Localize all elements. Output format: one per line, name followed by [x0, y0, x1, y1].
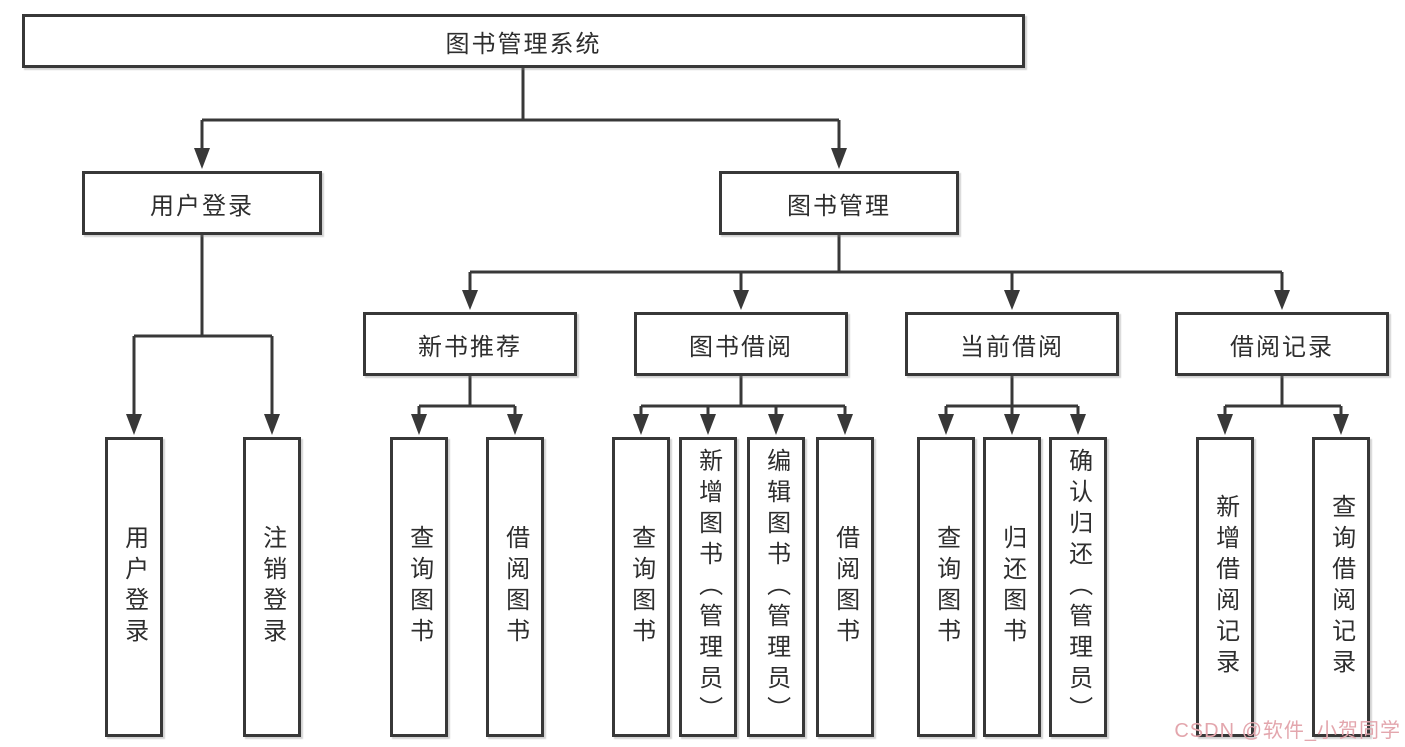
leaf-label: 查询图书	[405, 525, 433, 649]
leaf-query-borrow-record: 查询借阅记录	[1312, 437, 1370, 737]
leaf-label: 确认归还（管理员）	[1064, 447, 1092, 727]
leaf-return-book: 归还图书	[983, 437, 1041, 737]
csdn-watermark: CSDN @软件_小贺同学	[1174, 720, 1401, 742]
node-new-book-recommend: 新书推荐	[363, 312, 577, 376]
node-current-borrow: 当前借阅	[905, 312, 1119, 376]
node-book-management: 图书管理	[719, 171, 959, 235]
leaf-add-book-admin: 新增图书（管理员）	[679, 437, 737, 737]
leaf-label: 查询图书	[932, 525, 960, 649]
leaf-user-login: 用户登录	[105, 437, 163, 737]
connector-lines	[132, 68, 1343, 417]
leaf-borrow-book: 借阅图书	[486, 437, 544, 737]
leaf-add-borrow-record: 新增借阅记录	[1196, 437, 1254, 737]
leaf-label: 查询借阅记录	[1327, 494, 1355, 680]
leaf-borrow-book: 借阅图书	[816, 437, 874, 737]
leaf-edit-book-admin: 编辑图书（管理员）	[747, 437, 805, 737]
node-root: 图书管理系统	[22, 14, 1025, 68]
node-borrow-records: 借阅记录	[1175, 312, 1389, 376]
leaf-label: 用户登录	[120, 525, 148, 649]
leaf-label: 新增借阅记录	[1211, 494, 1239, 680]
leaf-confirm-return-admin: 确认归还（管理员）	[1049, 437, 1107, 737]
leaf-query-book: 查询图书	[612, 437, 670, 737]
leaf-label: 借阅图书	[501, 525, 529, 649]
arrowheads	[126, 148, 1349, 435]
node-user-login: 用户登录	[82, 171, 322, 235]
leaf-label: 注销登录	[258, 525, 286, 649]
leaf-label: 查询图书	[627, 525, 655, 649]
leaf-label: 借阅图书	[831, 525, 859, 649]
node-book-borrow: 图书借阅	[634, 312, 848, 376]
leaf-logout: 注销登录	[243, 437, 301, 737]
leaf-query-book: 查询图书	[390, 437, 448, 737]
leaf-label: 新增图书（管理员）	[694, 447, 722, 727]
leaf-label: 归还图书	[998, 525, 1026, 649]
leaf-label: 编辑图书（管理员）	[762, 447, 790, 727]
leaf-query-book: 查询图书	[917, 437, 975, 737]
